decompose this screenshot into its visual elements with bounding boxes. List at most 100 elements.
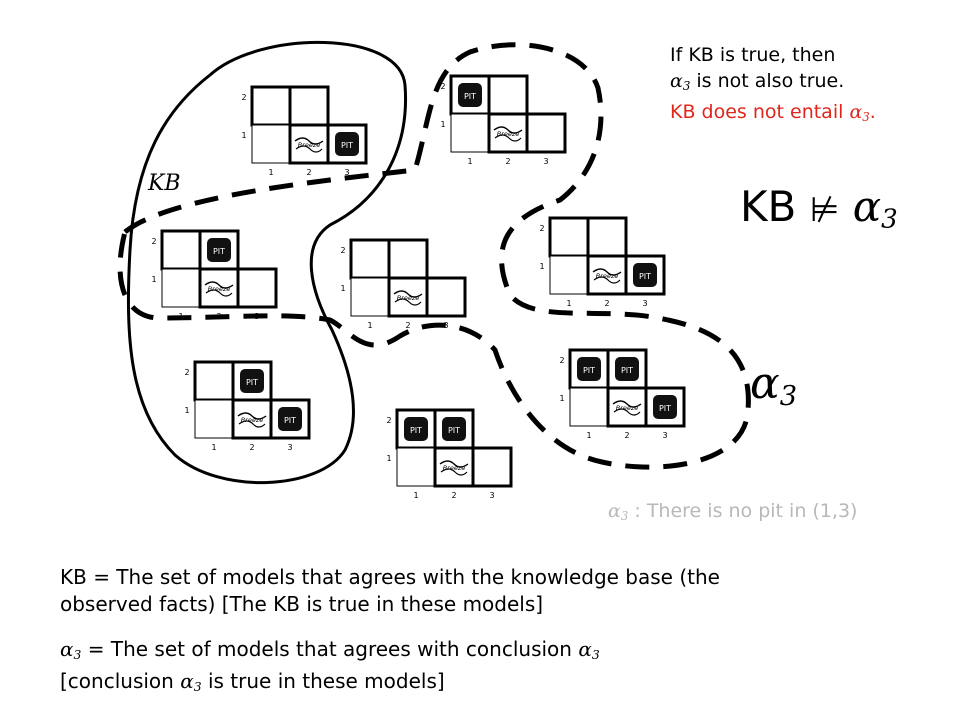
breeze-label: Breeze <box>397 294 420 302</box>
grid-cell <box>396 447 436 487</box>
grid-cell <box>198 267 240 309</box>
breeze-icon <box>593 276 621 284</box>
column-label: 1 <box>211 443 216 452</box>
pit-icon <box>615 357 639 381</box>
row-label: 2 <box>241 93 246 102</box>
row-label: 1 <box>241 131 246 140</box>
column-label: 3 <box>543 157 548 166</box>
row-label: 1 <box>151 275 156 284</box>
model-grid: Breeze 1 2 3 1 2 <box>340 238 467 330</box>
grid-cell <box>251 124 291 164</box>
pit-label: PIT <box>410 426 422 435</box>
column-label: 2 <box>604 299 609 308</box>
breeze-icon <box>440 468 468 476</box>
breeze-icon <box>612 400 642 408</box>
column-label: 2 <box>405 321 410 330</box>
breeze-icon <box>238 420 266 428</box>
breeze-label: Breeze <box>497 130 520 138</box>
pit-label: PIT <box>246 378 258 387</box>
pit-icon <box>207 238 231 262</box>
pit-icon <box>240 369 264 393</box>
pit-label: PIT <box>341 141 353 150</box>
entailment-statement: KB ⊭ α3 <box>740 182 898 245</box>
row-label: 2 <box>539 224 544 233</box>
breeze-icon <box>493 126 523 134</box>
pit-icon <box>633 263 657 287</box>
definitions-block: KB = The set of models that agrees with … <box>60 564 720 700</box>
column-label: 1 <box>367 321 372 330</box>
breeze-icon <box>394 298 422 306</box>
grid-cell <box>487 112 529 154</box>
grid-cell <box>586 216 628 258</box>
breeze-label: Breeze <box>298 141 321 149</box>
pit-icon <box>404 417 428 441</box>
column-label: 3 <box>443 321 448 330</box>
breeze-icon <box>204 281 234 289</box>
model-grid: PIT Breeze 1 2 3 1 2 <box>151 229 278 321</box>
row-label: 1 <box>440 120 445 129</box>
grid-cell <box>525 112 567 154</box>
grid-cell <box>250 85 292 127</box>
pit-label: PIT <box>583 366 595 375</box>
alpha3-definition: α3 : There is no pit in (1,3) <box>608 500 858 523</box>
grid-cell <box>350 277 390 317</box>
grid-cell <box>349 238 391 280</box>
row-label: 1 <box>184 406 189 415</box>
entail-lhs: KB <box>740 182 797 231</box>
grid-cell <box>549 255 589 295</box>
alpha-definition-line-2: [conclusion α3 is true in these models] <box>60 669 445 695</box>
grid-cell <box>425 276 467 318</box>
note-line-3: KB does not entail α3. <box>670 100 876 124</box>
column-label: 2 <box>216 312 221 321</box>
column-label: 3 <box>489 491 494 500</box>
grid-cell <box>160 229 202 271</box>
pit-icon <box>577 357 601 381</box>
breeze-icon <box>295 145 323 153</box>
row-label: 1 <box>559 394 564 403</box>
grid-cell <box>161 268 201 308</box>
grid-cell <box>569 387 609 427</box>
kb-region-outline <box>126 40 408 485</box>
pit-icon <box>653 395 677 419</box>
breeze-icon <box>592 268 622 276</box>
entail-rhs-symbol: α <box>852 182 882 231</box>
column-label: 3 <box>254 312 259 321</box>
grid-cell <box>548 216 590 258</box>
grid-cell <box>236 267 278 309</box>
breeze-label: Breeze <box>596 272 619 280</box>
entail-rhs-sub: 3 <box>881 204 898 235</box>
grid-cell <box>450 113 490 153</box>
breeze-icon <box>205 289 233 297</box>
column-label: 1 <box>586 431 591 440</box>
breeze-icon <box>237 412 267 420</box>
grid-cell <box>193 360 235 402</box>
column-label: 1 <box>566 299 571 308</box>
column-label: 1 <box>178 312 183 321</box>
kb-region-label: KB <box>147 171 181 196</box>
kb-definition-line-2: observed facts) [The KB is true in these… <box>60 592 544 616</box>
row-label: 1 <box>539 262 544 271</box>
row-label: 2 <box>340 246 345 255</box>
pit-icon <box>335 132 359 156</box>
column-label: 2 <box>249 443 254 452</box>
breeze-label: Breeze <box>208 285 231 293</box>
breeze-icon <box>294 137 324 145</box>
pit-label: PIT <box>284 416 296 425</box>
row-label: 1 <box>340 284 345 293</box>
grid-cell <box>387 238 429 280</box>
column-label: 3 <box>287 443 292 452</box>
pit-label: PIT <box>659 404 671 413</box>
row-label: 2 <box>151 237 156 246</box>
breeze-label: Breeze <box>443 464 466 472</box>
breeze-icon <box>494 134 522 142</box>
pit-label: PIT <box>213 247 225 256</box>
column-label: 3 <box>662 431 667 440</box>
column-label: 1 <box>467 157 472 166</box>
note-line-2: α3 is not also true. <box>670 70 845 93</box>
models-region-outline <box>117 42 751 470</box>
